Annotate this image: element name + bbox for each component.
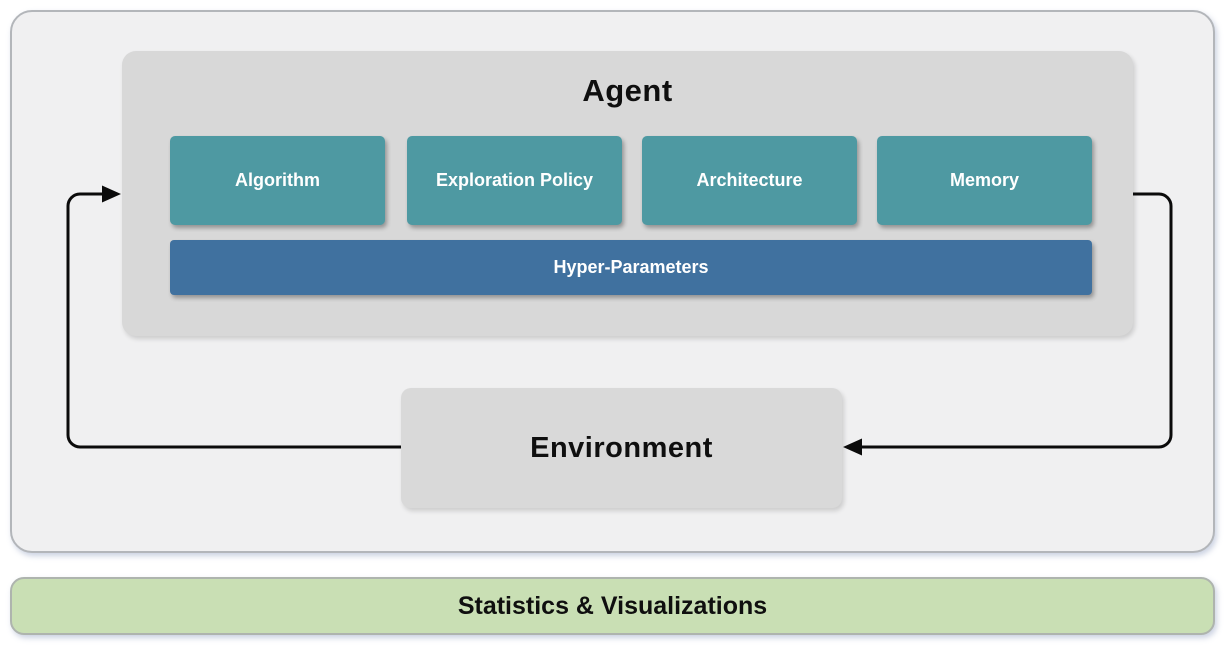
agent-module-memory: Memory [877, 136, 1092, 225]
agent-module-algorithm: Algorithm [170, 136, 385, 225]
hyper-parameters-label: Hyper-Parameters [553, 257, 709, 277]
agent-module-exploration-policy: Exploration Policy [407, 136, 622, 225]
hyper-parameters-bar: Hyper-Parameters [170, 240, 1092, 295]
agent-module-architecture: Architecture [642, 136, 857, 225]
agent-module-label: Exploration Policy [435, 170, 594, 190]
agent-title: Agent [582, 73, 673, 108]
environment-box: Environment [401, 388, 842, 508]
statistics-visualizations-label: Statistics & Visualizations [457, 591, 768, 620]
agent-module-label: Algorithm [235, 170, 320, 190]
environment-title: Environment [530, 431, 713, 464]
agent-module-label: Memory [949, 170, 1020, 190]
statistics-visualizations-bar: Statistics & Visualizations [10, 577, 1215, 635]
agent-module-label: Architecture [696, 170, 803, 190]
agent-box: Agent Algorithm Exploration Policy Archi… [122, 51, 1133, 336]
